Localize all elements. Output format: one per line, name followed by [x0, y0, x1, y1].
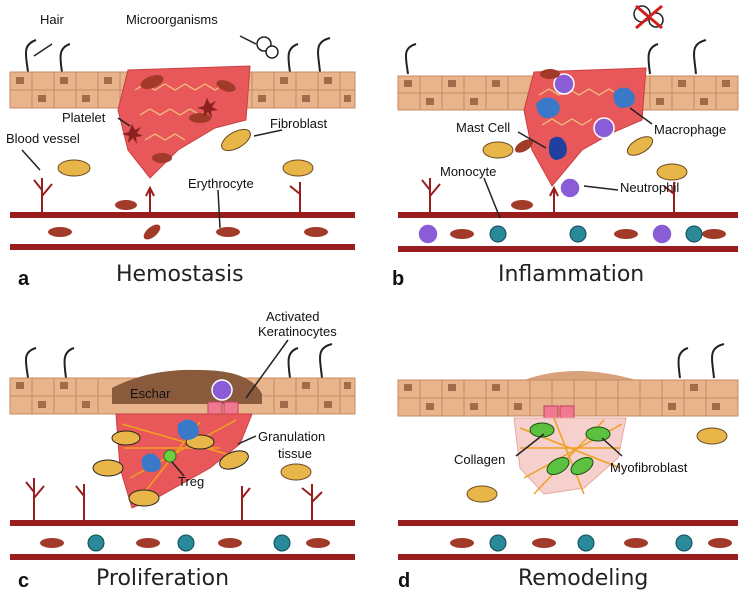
label-platelet: Platelet: [62, 110, 106, 125]
label-hair: Hair: [40, 12, 64, 27]
label-granulation: Granulation: [258, 429, 326, 444]
label-macrophage: Macrophage: [654, 122, 727, 137]
stage-title-remodeling: Remodeling: [518, 566, 649, 591]
panel-letter-d: d: [398, 570, 411, 592]
label-keratinocytes: Keratinocytes: [258, 324, 337, 339]
label-activated: Activated: [266, 309, 320, 324]
label-myofibroblast: Myofibroblast: [610, 460, 688, 475]
stage-title-proliferation: Proliferation: [96, 566, 230, 591]
crossed-microorganism-icon: [633, 4, 664, 30]
panel-letter-c: c: [18, 570, 30, 592]
stage-title-inflammation: Inflammation: [498, 262, 645, 287]
label-monocyte: Monocyte: [440, 164, 497, 179]
label-tissue: tissue: [278, 446, 312, 461]
panel-proliferation: Activated Keratinocytes Eschar Granulati…: [0, 298, 374, 596]
panel-hemostasis: Hair Microorganisms Platelet Fibroblast …: [0, 0, 374, 298]
proliferation-illustration: [9, 339, 356, 560]
label-mast-cell: Mast Cell: [456, 120, 511, 135]
hemostasis-illustration: [9, 35, 356, 250]
label-eschar: Eschar: [130, 386, 171, 401]
label-microorganisms: Microorganisms: [126, 12, 218, 27]
label-blood-vessel: Blood vessel: [6, 131, 80, 146]
stage-title-hemostasis: Hemostasis: [116, 262, 244, 287]
panel-letter-b: b: [392, 268, 405, 290]
panel-remodeling: Collagen Myofibroblast d Remodeling: [374, 298, 748, 596]
panel-letter-a: a: [18, 268, 30, 290]
label-collagen: Collagen: [454, 452, 506, 467]
panel-inflammation: Mast Cell Macrophage Monocyte Neutrophil…: [374, 0, 748, 298]
inflammation-illustration: [397, 4, 739, 252]
label-erythrocyte: Erythrocyte: [188, 176, 254, 191]
remodeling-illustration: [397, 343, 739, 560]
label-treg: Treg: [178, 474, 205, 489]
label-fibroblast: Fibroblast: [270, 116, 328, 131]
label-neutrophil: Neutrophil: [620, 180, 680, 195]
